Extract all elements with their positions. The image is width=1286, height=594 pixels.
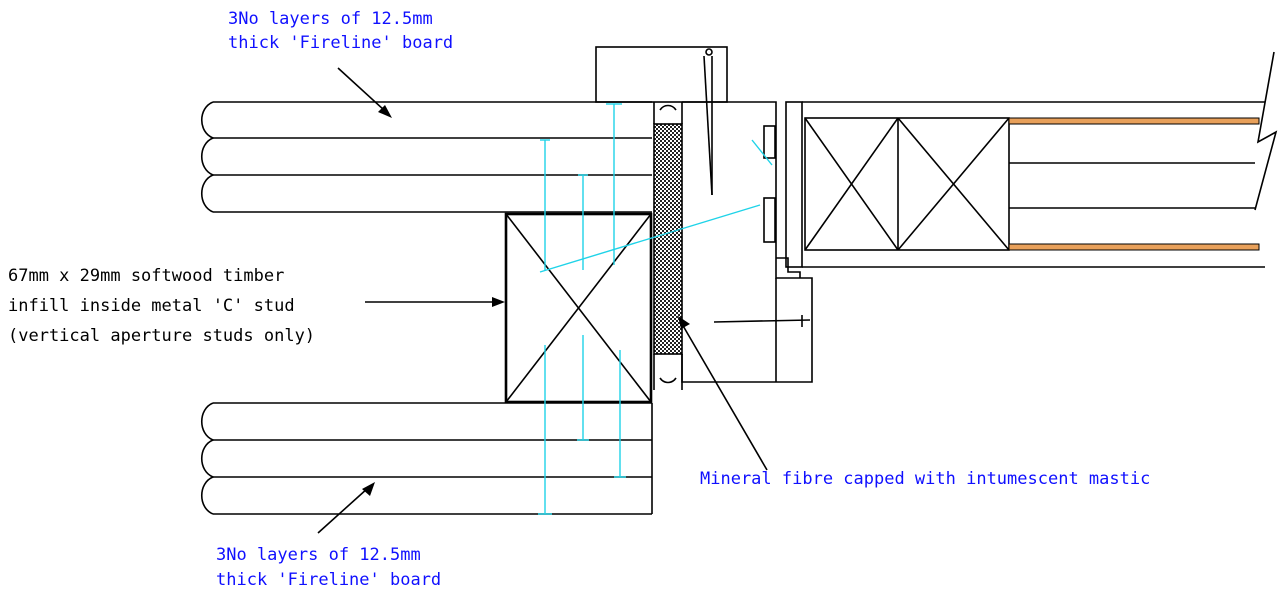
door-frame bbox=[595, 46, 813, 383]
label-top-board: 3No layers of 12.5mm thick 'Fireline' bo… bbox=[228, 9, 453, 53]
infill-label-line-2: infill inside metal 'C' stud bbox=[8, 296, 295, 316]
top-board-label-line-1: 3No layers of 12.5mm bbox=[228, 9, 433, 29]
mineral-fibre-strip bbox=[653, 102, 683, 390]
label-infill: 67mm x 29mm softwood timber infill insid… bbox=[8, 266, 315, 346]
infill-label-line-1: 67mm x 29mm softwood timber bbox=[8, 266, 284, 286]
fixing-screws bbox=[538, 103, 773, 515]
bottom-fireline-boards bbox=[200, 402, 653, 515]
bottom-board-label-line-1: 3No layers of 12.5mm bbox=[216, 545, 421, 565]
leader-arrows bbox=[317, 67, 768, 534]
timber-infill bbox=[504, 212, 653, 404]
top-fireline-boards bbox=[200, 101, 652, 213]
mineral-label: Mineral fibre capped with intumescent ma… bbox=[700, 469, 1150, 489]
door-leaf bbox=[785, 51, 1278, 268]
label-bottom-board: 3No layers of 12.5mm thick 'Fireline' bo… bbox=[216, 545, 441, 590]
bottom-board-label-line-2: thick 'Fireline' board bbox=[216, 570, 441, 590]
top-board-label-line-2: thick 'Fireline' board bbox=[228, 33, 453, 53]
label-mineral: Mineral fibre capped with intumescent ma… bbox=[700, 469, 1150, 489]
infill-label-line-3: (vertical aperture studs only) bbox=[8, 326, 315, 346]
